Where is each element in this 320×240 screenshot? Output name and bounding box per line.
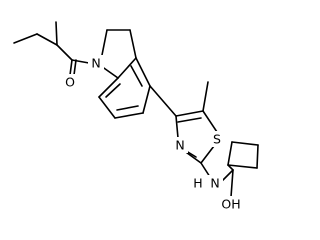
cyclobutane-ring <box>227 141 259 169</box>
indoline-pyrroline-ring <box>100 29 137 79</box>
bond-c4-c5 <box>175 110 204 117</box>
bond-co-double-b <box>73 59 77 76</box>
bond-methyl-b <box>55 21 58 46</box>
amide-hydroxyl-label: OH <box>221 197 240 212</box>
bond-c5-c6 <box>114 112 144 119</box>
bond-c4-c5-inner <box>177 117 202 123</box>
bond-c3a-c4 <box>135 57 151 87</box>
bond-c4-n <box>175 115 179 139</box>
bond-cb-1 <box>227 141 233 166</box>
bond-aryl-thiazole <box>149 85 177 117</box>
bond-cb-4 <box>227 164 258 169</box>
label-bg <box>207 175 223 191</box>
bond-c5-s <box>202 110 218 133</box>
bond-cb-2 <box>231 141 259 146</box>
bond-c7-c7a-inner <box>105 83 121 98</box>
label-bg <box>63 74 79 90</box>
bond-c4-c5 <box>142 85 151 114</box>
bond-carbonyl-n <box>71 59 90 64</box>
bond-s-c2 <box>200 145 215 164</box>
indoline-nitrogen-label: N <box>91 56 100 71</box>
atom-labels: O N S N N H OH <box>63 55 244 212</box>
bond-nh-carbonyl <box>221 169 234 182</box>
bond-methyl-a <box>13 33 38 44</box>
bond-c2-nh <box>200 162 211 178</box>
bond-c7-c7a <box>98 77 119 98</box>
bond-c5-c6-inner <box>116 105 139 111</box>
bond-c6-c7 <box>98 96 116 119</box>
amide-nitrogen-label: N <box>210 176 219 191</box>
thiazole-sulfur-label: S <box>213 132 221 147</box>
bond-ch2-c3a <box>129 29 137 59</box>
label-bg <box>218 196 244 212</box>
isobutyryl-group <box>13 21 90 76</box>
label-bg <box>209 131 225 147</box>
bond-co-double-a <box>69 59 73 76</box>
bond-c3a-c7a <box>117 57 137 79</box>
indoline-benzene-ring <box>98 57 151 119</box>
thiazole-nitrogen-label: N <box>175 138 184 153</box>
bond-c3a-c4-inner <box>130 65 143 87</box>
bond-carbonyl-c-upper <box>56 44 73 61</box>
bond-carbonyl-oh <box>230 169 234 198</box>
bond-thiazole-methyl <box>202 81 209 112</box>
bond-cb-3 <box>256 144 259 169</box>
carbonyl-oxygen-label: O <box>65 75 75 90</box>
amide-hydrogen-label: H <box>193 176 202 191</box>
label-bg <box>88 55 104 71</box>
molecule-structure-diagram: O N S N N H OH <box>13 21 259 212</box>
label-bg <box>172 137 188 153</box>
bond-methine <box>36 33 58 46</box>
label-bg <box>190 175 206 191</box>
